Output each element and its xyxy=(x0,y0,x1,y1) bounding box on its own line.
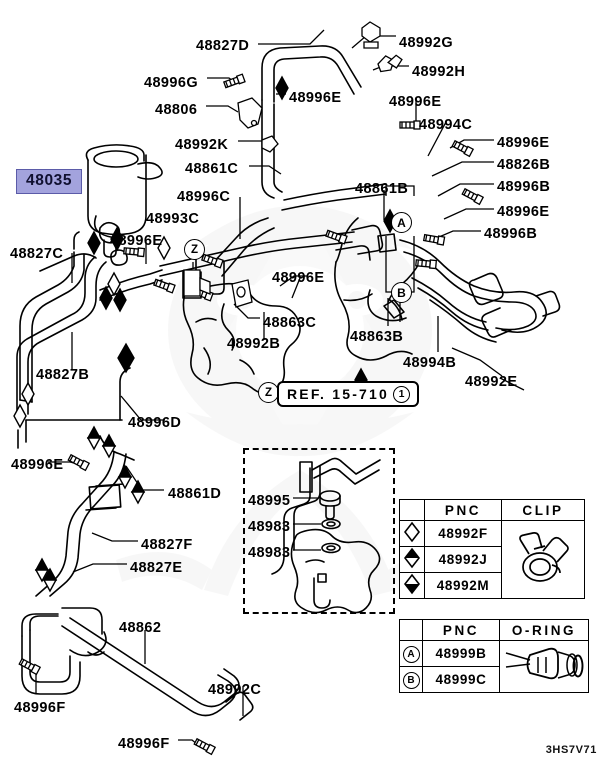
clip-symbol-diamond-half-upper xyxy=(399,546,425,573)
callout-label-48992e[interactable]: 48992E xyxy=(465,374,518,390)
oring-symbol-b: B xyxy=(399,666,423,693)
callout-label-48994b[interactable]: 48994B xyxy=(403,355,457,371)
callout-label-48996e[interactable]: 48996E xyxy=(110,233,163,249)
callout-label-48827f[interactable]: 48827F xyxy=(141,537,193,553)
inset-detail-box xyxy=(243,448,395,614)
callout-label-48863b[interactable]: 48863B xyxy=(350,329,404,345)
oring-header-pnc: PNC xyxy=(422,619,500,641)
callout-label-48994c[interactable]: 48994C xyxy=(419,117,473,133)
callout-label-48826b[interactable]: 48826B xyxy=(497,157,551,173)
callout-label-48827c[interactable]: 48827C xyxy=(10,246,64,262)
callout-label-48827e[interactable]: 48827E xyxy=(130,560,183,576)
section-marker-b[interactable]: B xyxy=(391,282,412,303)
callout-label-48827d[interactable]: 48827D xyxy=(196,38,250,54)
clip-reference-table: PNC CLIP 48992F xyxy=(399,499,585,599)
callout-label-48996e[interactable]: 48996E xyxy=(497,135,550,151)
callout-label-48996e[interactable]: 48996E xyxy=(289,90,342,106)
selected-part-label-48035[interactable]: 48035 xyxy=(16,169,83,194)
callout-label-48996c[interactable]: 48996C xyxy=(177,189,231,205)
oring-pnc-value: 48999C xyxy=(422,666,500,693)
clip-table-row[interactable]: 48992J xyxy=(399,546,585,573)
section-marker-z-ref[interactable]: Z xyxy=(258,382,279,403)
circled-a-marker: A xyxy=(402,645,420,663)
callout-label-48992g[interactable]: 48992G xyxy=(399,35,453,51)
clip-header-clip: CLIP xyxy=(501,499,585,521)
inset-callout-label-48983-2[interactable]: 48983 xyxy=(248,545,291,561)
callout-label-48996f[interactable]: 48996F xyxy=(14,700,66,716)
clip-pnc-value: 48992M xyxy=(424,572,502,599)
callout-label-48996e[interactable]: 48996E xyxy=(389,94,442,110)
oring-illustration-cell xyxy=(499,640,589,693)
callout-label-48827b[interactable]: 48827B xyxy=(36,367,90,383)
clip-pnc-value: 48992J xyxy=(424,546,502,573)
oring-table-header-row: PNC O-RING xyxy=(399,619,589,641)
callout-label-48996e[interactable]: 48996E xyxy=(497,204,550,220)
inset-callout-label-48983-1[interactable]: 48983 xyxy=(248,519,291,535)
callout-label-48996e[interactable]: 48996E xyxy=(11,457,64,473)
clip-symbol-diamond-open xyxy=(399,520,425,547)
section-marker-a[interactable]: A xyxy=(391,212,412,233)
diagram-code: 3HS7V71 xyxy=(545,744,597,756)
callout-label-48861d[interactable]: 48861D xyxy=(168,486,222,502)
callout-label-48992b[interactable]: 48992B xyxy=(227,336,281,352)
callout-label-48996f[interactable]: 48996F xyxy=(118,736,170,752)
inset-callout-label-48995-0[interactable]: 48995 xyxy=(248,493,291,509)
reference-text: REF. 15-710 xyxy=(287,386,390,402)
oring-header-symbol xyxy=(399,619,423,641)
oring-reference-table: PNC O-RING A 48999B xyxy=(399,619,589,693)
reference-number: 1 xyxy=(393,385,411,403)
clip-symbol-diamond-half-lower xyxy=(399,572,425,599)
callout-label-48806[interactable]: 48806 xyxy=(155,102,198,118)
oring-header-oring: O-RING xyxy=(499,619,589,641)
clip-pnc-value: 48992F xyxy=(424,520,502,547)
callout-label-48861c[interactable]: 48861C xyxy=(185,161,239,177)
oring-pnc-value: 48999B xyxy=(422,640,500,667)
callout-label-48996d[interactable]: 48996D xyxy=(128,415,182,431)
callout-label-48992c[interactable]: 48992C xyxy=(208,682,262,698)
oring-table-row[interactable]: B 48999C xyxy=(399,666,589,693)
clip-table-row[interactable]: 48992F xyxy=(399,520,585,599)
callout-label-48862[interactable]: 48862 xyxy=(119,620,162,636)
oring-symbol-a: A xyxy=(399,640,423,667)
clip-table-header-row: PNC CLIP xyxy=(399,499,585,521)
clip-table-row[interactable]: 48992M xyxy=(399,572,585,599)
callout-label-48992k[interactable]: 48992K xyxy=(175,137,229,153)
callout-label-48996e[interactable]: 48996E xyxy=(272,270,325,286)
callout-label-48996g[interactable]: 48996G xyxy=(144,75,198,91)
callout-label-48992h[interactable]: 48992H xyxy=(412,64,466,80)
callout-label-48861b[interactable]: 48861B xyxy=(355,181,409,197)
reference-box[interactable]: REF. 15-710 1 xyxy=(277,381,420,407)
circled-b-marker: B xyxy=(402,671,420,689)
callout-label-48993c[interactable]: 48993C xyxy=(146,211,200,227)
callout-label-48996b[interactable]: 48996B xyxy=(497,179,551,195)
clip-illustration-cell xyxy=(501,520,585,599)
clip-header-symbol xyxy=(399,499,425,521)
section-marker-z-upper[interactable]: Z xyxy=(184,239,205,260)
callout-label-48996b[interactable]: 48996B xyxy=(484,226,538,242)
clip-header-pnc: PNC xyxy=(424,499,502,521)
callout-label-48863c[interactable]: 48863C xyxy=(263,315,317,331)
oring-table-row[interactable]: A 48999B xyxy=(399,640,589,693)
